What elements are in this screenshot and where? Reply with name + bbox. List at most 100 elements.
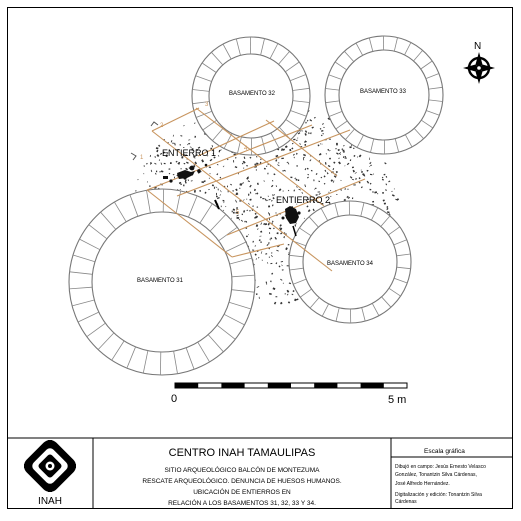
- stone: [269, 232, 270, 234]
- stone: [151, 170, 152, 172]
- stone: [180, 135, 182, 137]
- stone: [149, 185, 150, 187]
- stone: [394, 189, 395, 190]
- stone: [330, 196, 331, 197]
- stone: [260, 231, 262, 233]
- stone: [266, 282, 267, 284]
- stone: [271, 273, 273, 275]
- stone: [255, 213, 257, 215]
- stone: [295, 224, 297, 226]
- stone: [188, 139, 190, 140]
- title-line: UBICACIÓN DE ENTIERROS EN: [193, 487, 291, 496]
- stone: [249, 185, 251, 188]
- stone: [252, 205, 254, 207]
- basamento-34: BASAMENTO 34: [289, 201, 411, 323]
- stone: [276, 250, 279, 252]
- stone: [285, 145, 288, 148]
- stone: [347, 163, 350, 165]
- stone: [355, 172, 357, 174]
- stone: [268, 223, 270, 226]
- stone: [243, 167, 244, 168]
- stone: [137, 179, 138, 180]
- stone: [210, 159, 213, 161]
- stone: [239, 219, 240, 220]
- stone: [248, 234, 249, 235]
- stone: [187, 143, 189, 145]
- stone: [276, 232, 278, 234]
- stone: [235, 200, 237, 202]
- stone: [347, 189, 348, 190]
- stone: [256, 192, 258, 194]
- stone: [212, 145, 213, 147]
- stone: [361, 170, 362, 171]
- stone: [185, 179, 187, 181]
- stone: [220, 194, 221, 196]
- basamento-31: BASAMENTO 31: [69, 189, 255, 375]
- stone: [218, 189, 219, 191]
- stone: [233, 160, 234, 162]
- stone: [336, 152, 339, 154]
- stone: [155, 156, 156, 158]
- scale-segment: [221, 383, 244, 388]
- stone: [271, 252, 273, 254]
- stone: [392, 194, 395, 196]
- stone: [307, 168, 309, 170]
- stone: [285, 247, 288, 250]
- stone: [255, 193, 256, 194]
- stone: [233, 212, 235, 214]
- stone: [384, 174, 386, 176]
- stone: [324, 170, 326, 172]
- stone: [304, 218, 305, 219]
- stone: [291, 147, 293, 149]
- stone: [270, 281, 271, 283]
- scale-start-label: 0: [171, 393, 177, 405]
- stone: [249, 210, 251, 211]
- stone: [218, 155, 220, 157]
- stone: [266, 166, 267, 167]
- stone: [323, 127, 324, 128]
- stone: [303, 154, 306, 156]
- stone: [303, 157, 305, 158]
- stone: [367, 181, 370, 184]
- stone: [341, 148, 343, 150]
- scale-end-label: 5 m: [388, 394, 406, 406]
- stone: [246, 177, 249, 180]
- stone: [256, 258, 257, 260]
- basamento-32: BASAMENTO 32: [192, 37, 310, 155]
- stone: [242, 163, 244, 165]
- stone: [396, 198, 399, 201]
- stone: [294, 157, 295, 159]
- stone: [150, 155, 151, 157]
- stone: [281, 261, 283, 262]
- stone: [275, 296, 277, 297]
- basamento-label: BASAMENTO 32: [229, 91, 276, 97]
- stone: [388, 180, 390, 182]
- stone: [223, 210, 224, 211]
- stone: [227, 186, 228, 188]
- stone: [201, 159, 204, 162]
- stone: [249, 157, 251, 159]
- stone: [292, 143, 294, 144]
- stone: [180, 184, 182, 185]
- stone: [296, 153, 298, 155]
- stone: [283, 236, 285, 238]
- stone: [205, 192, 207, 194]
- stone: [383, 199, 385, 201]
- stone: [242, 182, 244, 184]
- stone: [338, 149, 340, 151]
- entierro-1-label: ENTIERRO 1: [162, 148, 216, 158]
- stone: [281, 265, 283, 267]
- stone: [208, 189, 210, 190]
- stone: [359, 154, 362, 157]
- stone: [353, 155, 355, 157]
- stone: [239, 188, 240, 189]
- stone: [299, 143, 301, 145]
- stone: [232, 211, 233, 213]
- stone: [344, 156, 346, 158]
- stone: [385, 183, 387, 185]
- stone: [269, 257, 270, 258]
- stone: [135, 190, 136, 191]
- grid-mark: 5: [236, 210, 240, 216]
- stone: [340, 180, 341, 181]
- stone: [231, 218, 232, 219]
